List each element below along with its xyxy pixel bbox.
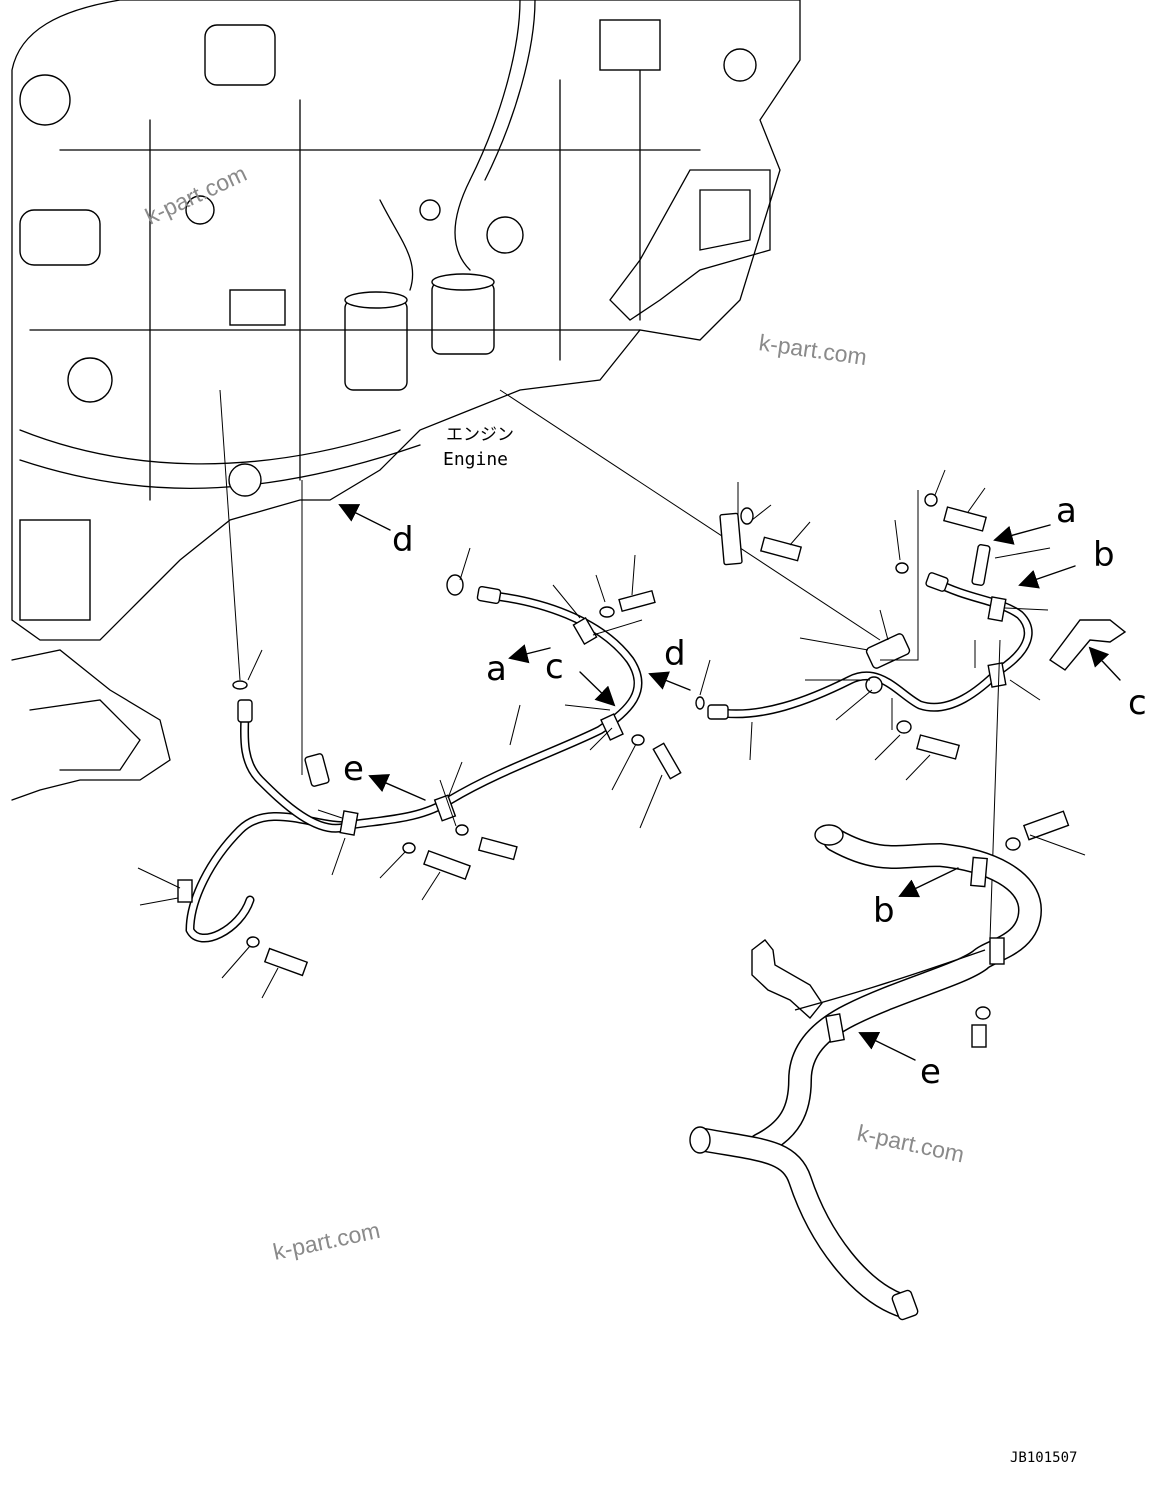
- arrow-a-right: [993, 524, 1051, 545]
- engine-label-english: Engine: [443, 449, 508, 470]
- arrow-b-lower: [898, 867, 959, 898]
- watermark: k-part.com: [855, 1119, 967, 1167]
- arrow-d-right: [648, 671, 691, 691]
- right-hose-assembly: [695, 493, 1127, 760]
- engine-label-japanese: エンジン: [446, 425, 514, 445]
- right-leaders: [699, 469, 1051, 941]
- arrow-d-engine: [338, 504, 391, 531]
- leader-line: [219, 389, 241, 681]
- arrow-c-left: [579, 671, 616, 707]
- reference-letters: d a c d e a b c b e: [343, 491, 1147, 1092]
- drawing-code: JB101507: [1010, 1450, 1077, 1466]
- letter-b: b: [873, 891, 895, 931]
- letter-b: b: [1093, 535, 1115, 575]
- leader-line: [499, 389, 881, 641]
- watermarks: k-part.com k-part.com k-part.com k-part.…: [141, 160, 967, 1265]
- left-hose-assembly: [177, 574, 682, 977]
- arrow-b-right: [1018, 565, 1076, 589]
- arrow-e-lower: [858, 1031, 916, 1061]
- letter-e: e: [343, 749, 364, 789]
- lower-large-hoses: [689, 810, 1070, 1321]
- letter-c: c: [1128, 683, 1147, 723]
- engine-assembly: [11, 0, 801, 801]
- left-leaders: [137, 547, 663, 999]
- arrow-a-left: [508, 644, 551, 664]
- letter-a: a: [486, 649, 507, 689]
- arrow-e-left: [368, 774, 426, 801]
- watermark: k-part.com: [757, 329, 868, 370]
- lower-leaders: [1029, 834, 1086, 856]
- letter-d: d: [664, 634, 686, 674]
- reference-arrows: [338, 504, 1121, 1061]
- letter-c: c: [545, 647, 564, 687]
- letter-a: a: [1056, 491, 1077, 531]
- letter-e: e: [920, 1052, 941, 1092]
- arrow-c-right: [1088, 646, 1121, 681]
- watermark: k-part.com: [271, 1217, 383, 1265]
- letter-d: d: [392, 520, 414, 560]
